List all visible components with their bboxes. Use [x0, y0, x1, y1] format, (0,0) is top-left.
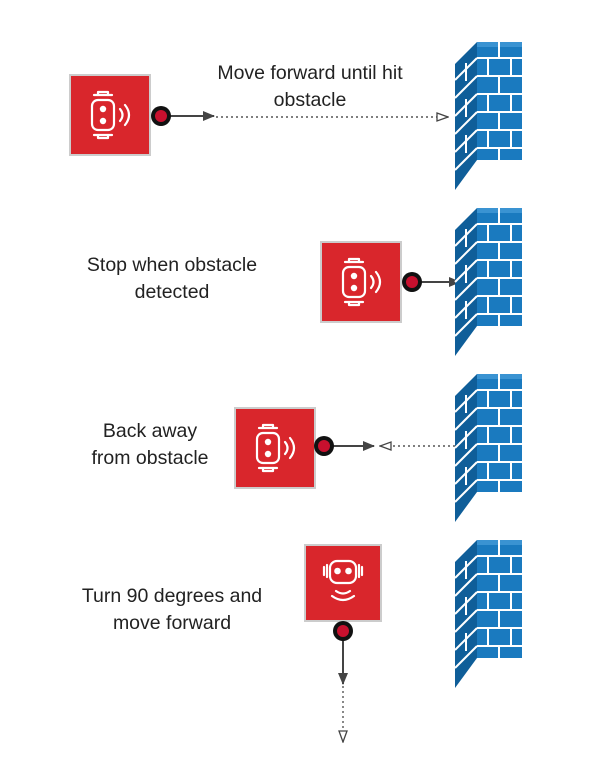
brick-wall-icon [454, 41, 523, 191]
step-3-caption: Back away from obstacle [60, 418, 240, 472]
step-1-caption-line-1: Move forward until hit [217, 62, 403, 84]
step-1-group [68, 41, 523, 191]
robot-side-view-icon [233, 406, 317, 490]
step-4-caption-line-2: move forward [112, 612, 232, 634]
robot-side-view-icon [319, 240, 403, 324]
connection-dot-icon [314, 436, 334, 456]
step-4-group [303, 539, 523, 742]
connection-dot-icon [402, 272, 422, 292]
brick-wall-icon [454, 539, 523, 689]
brick-wall-icon [454, 373, 523, 523]
connection-dot-icon [151, 106, 171, 126]
step-4-caption-line-1: Turn 90 degrees and [81, 585, 263, 607]
step-2-caption-line-2: detected [134, 281, 210, 303]
step-1-caption: Move forward until hit obstacle [180, 60, 440, 114]
step-4-caption: Turn 90 degrees and move forward [52, 583, 292, 637]
step-3-group [233, 373, 523, 523]
brick-wall-icon [454, 207, 523, 357]
step-3-caption-line-2: from obstacle [91, 447, 209, 469]
step-1-caption-line-2: obstacle [273, 89, 347, 111]
connection-dot-icon [333, 621, 353, 641]
step-2-caption-line-1: Stop when obstacle [86, 254, 258, 276]
robot-side-view-icon [68, 73, 152, 157]
step-2-group [319, 207, 523, 357]
step-3-caption-line-1: Back away [102, 420, 198, 442]
step-2-caption: Stop when obstacle detected [52, 252, 292, 306]
robot-front-view-icon [303, 543, 383, 623]
